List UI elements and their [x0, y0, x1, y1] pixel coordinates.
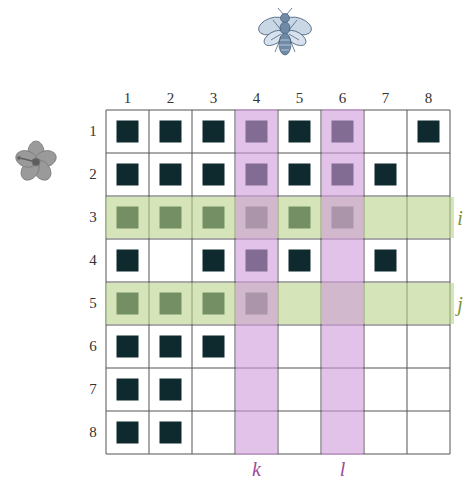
row-variable: j	[457, 294, 463, 314]
black-square	[289, 164, 311, 186]
black-square	[375, 250, 397, 272]
bee-icon	[256, 8, 314, 55]
grid-line	[106, 325, 450, 326]
grid-line	[407, 110, 408, 454]
grid-line	[106, 454, 450, 455]
row-band	[106, 283, 454, 324]
row-number: 6	[89, 339, 97, 354]
column-variable: l	[340, 459, 346, 479]
column-number: 4	[253, 91, 261, 106]
black-square	[203, 121, 225, 143]
grid-line	[106, 368, 450, 369]
black-square	[117, 250, 139, 272]
black-square	[160, 121, 182, 143]
black-square	[117, 121, 139, 143]
column-band	[322, 109, 363, 455]
black-square	[117, 164, 139, 186]
black-square	[375, 164, 397, 186]
black-square	[160, 164, 182, 186]
black-square	[160, 379, 182, 401]
black-square	[203, 250, 225, 272]
row-number: 8	[89, 425, 97, 440]
black-squares	[117, 121, 440, 444]
hibiscus-icon	[14, 141, 59, 184]
grid	[106, 110, 450, 454]
column-number: 3	[210, 91, 218, 106]
column-number: 1	[124, 91, 132, 106]
row-number: 7	[89, 382, 97, 397]
black-square	[160, 422, 182, 444]
column-number: 7	[382, 91, 390, 106]
column-number: 2	[167, 91, 175, 106]
grid-line	[106, 282, 450, 283]
grid-line	[106, 411, 450, 412]
row-variable: i	[457, 208, 463, 228]
row-band	[106, 197, 454, 238]
column-number: 8	[425, 91, 433, 106]
black-square	[203, 164, 225, 186]
highlight-bands	[106, 109, 454, 455]
black-square	[289, 121, 311, 143]
row-number: 1	[89, 124, 97, 139]
black-square	[289, 250, 311, 272]
black-square	[418, 121, 440, 143]
grid-line	[364, 110, 365, 454]
grid-line	[321, 110, 322, 454]
row-number: 4	[89, 253, 97, 268]
black-square	[160, 336, 182, 358]
row-number: 3	[89, 210, 97, 225]
column-number: 5	[296, 91, 304, 106]
black-square	[117, 422, 139, 444]
black-square	[117, 379, 139, 401]
black-square	[117, 336, 139, 358]
column-number: 6	[339, 91, 347, 106]
row-number: 2	[89, 167, 97, 182]
column-variable: k	[252, 459, 261, 479]
black-square	[203, 336, 225, 358]
row-number: 5	[89, 296, 97, 311]
column-band	[236, 109, 277, 455]
grid-line	[450, 110, 451, 454]
